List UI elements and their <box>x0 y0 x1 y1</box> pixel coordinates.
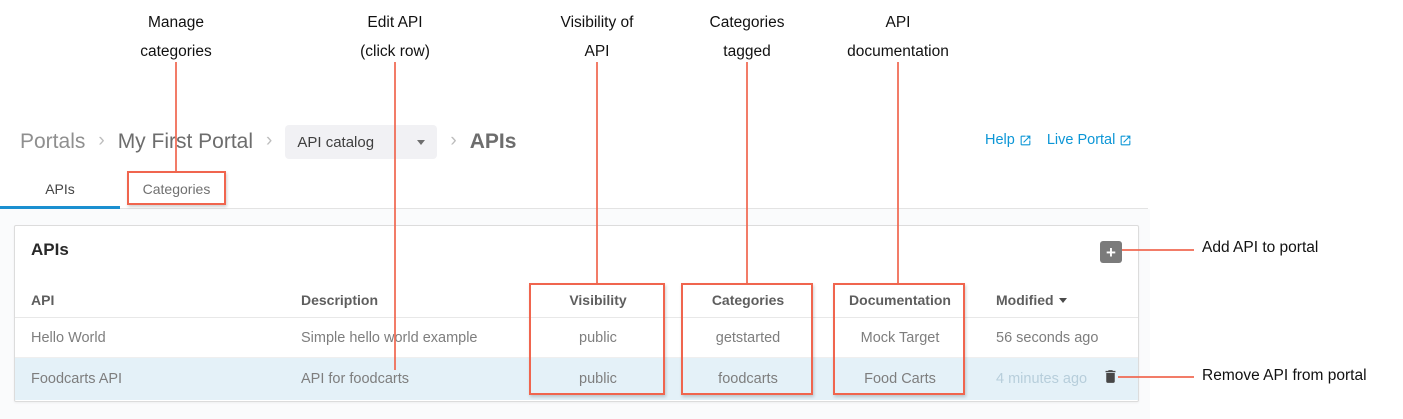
cell-api: Foodcarts API <box>31 371 123 387</box>
panel-title: APIs <box>31 240 69 259</box>
tab-apis[interactable]: APIs <box>0 170 120 209</box>
cell-description: API for foodcarts <box>301 371 409 387</box>
column-header-categories: Categories <box>711 292 785 308</box>
external-link-icon <box>1119 134 1132 147</box>
chevron-down-icon <box>417 139 426 145</box>
cell-visibility: public <box>579 329 617 346</box>
table-row-hello-world[interactable]: Hello World Simple hello world example p… <box>15 318 1138 358</box>
table-header-row: API Description Visibility Categories Do… <box>15 283 1138 318</box>
annotation-text: Visibility of <box>560 14 634 31</box>
annotation-add-api-to-portal: Add API to portal <box>1202 239 1319 256</box>
catalog-dropdown[interactable]: API catalog <box>285 125 438 159</box>
annotation-text: Manage <box>147 14 204 31</box>
column-header-modified[interactable]: Modified <box>996 283 1121 317</box>
breadcrumb-separator: › <box>266 130 273 151</box>
cell-modified: 4 minutes ago <box>996 371 1088 387</box>
breadcrumb-separator: › <box>450 130 457 151</box>
tab-bar: APIs Categories <box>0 170 1148 209</box>
annotation-text: API <box>885 14 911 31</box>
breadcrumb: Portals › My First Portal › API catalog … <box>20 124 516 160</box>
plus-icon: + <box>1106 242 1116 262</box>
annotation-box-categories-column <box>681 283 813 395</box>
trash-icon <box>1102 367 1119 391</box>
annotation-manage-categories: Manage categories <box>96 8 256 66</box>
cell-categories: getstarted <box>715 329 781 346</box>
annotation-line-edit-api <box>394 62 396 370</box>
external-link-icon <box>1019 134 1032 147</box>
help-link[interactable]: Help <box>985 132 1032 148</box>
cell-documentation: Mock Target <box>860 329 940 346</box>
live-portal-link-label: Live Portal <box>1046 132 1116 148</box>
column-header-documentation: Documentation <box>849 292 951 308</box>
delete-api-button[interactable] <box>1097 358 1123 400</box>
column-header-description: Description <box>301 292 379 308</box>
annotation-visibility-of-api: Visibility of API <box>517 8 677 66</box>
annotation-line-manage-categories <box>175 62 177 171</box>
top-links: Help Live Portal <box>985 132 1132 148</box>
sort-descending-icon <box>1058 297 1067 303</box>
cell-documentation: Food Carts <box>864 371 936 387</box>
breadcrumb-portals-link[interactable]: Portals <box>20 130 86 153</box>
tab-categories[interactable]: Categories <box>127 170 226 208</box>
annotation-text: tagged <box>723 43 771 60</box>
annotation-categories-tagged: Categories tagged <box>667 8 827 66</box>
annotation-line-documentation <box>897 62 899 283</box>
tab-categories-label: Categories <box>142 181 211 197</box>
tab-apis-label: APIs <box>45 181 75 197</box>
annotation-line-visibility <box>596 62 598 283</box>
column-header-modified-label: Modified <box>996 292 1054 308</box>
cell-modified: 56 seconds ago <box>996 329 1099 346</box>
cell-visibility: public <box>579 371 617 387</box>
annotation-text: API <box>584 43 610 60</box>
annotation-edit-api: Edit API (click row) <box>315 8 475 66</box>
help-link-label: Help <box>985 132 1015 148</box>
annotation-line-remove-api <box>1118 376 1194 378</box>
annotation-line-categories <box>746 62 748 283</box>
annotation-line-add-api <box>1122 249 1194 251</box>
annotation-text: (click row) <box>360 43 430 60</box>
annotation-remove-api-from-portal: Remove API from portal <box>1202 367 1367 384</box>
cell-categories: foodcarts <box>718 371 778 387</box>
annotation-box-visibility-column <box>529 283 665 395</box>
column-header-visibility: Visibility <box>569 292 627 308</box>
annotation-api-documentation: API documentation <box>818 8 978 66</box>
annotation-box-documentation-column <box>833 283 965 395</box>
cell-api: Hello World <box>31 329 106 346</box>
breadcrumb-portal-name-link[interactable]: My First Portal <box>117 130 254 153</box>
cell-description: Simple hello world example <box>301 329 478 346</box>
breadcrumb-separator: › <box>98 130 105 151</box>
annotation-box-categories-tab <box>127 171 226 205</box>
annotation-text: Edit API <box>367 14 423 31</box>
add-api-button[interactable]: + <box>1100 241 1122 263</box>
annotation-text: Categories <box>709 14 785 31</box>
annotation-text: categories <box>140 43 212 60</box>
column-header-api: API <box>31 292 55 308</box>
catalog-dropdown-value: API catalog <box>297 133 375 151</box>
annotation-text: documentation <box>847 43 949 60</box>
live-portal-link[interactable]: Live Portal <box>1047 132 1133 148</box>
breadcrumb-current-page: APIs <box>469 130 517 153</box>
